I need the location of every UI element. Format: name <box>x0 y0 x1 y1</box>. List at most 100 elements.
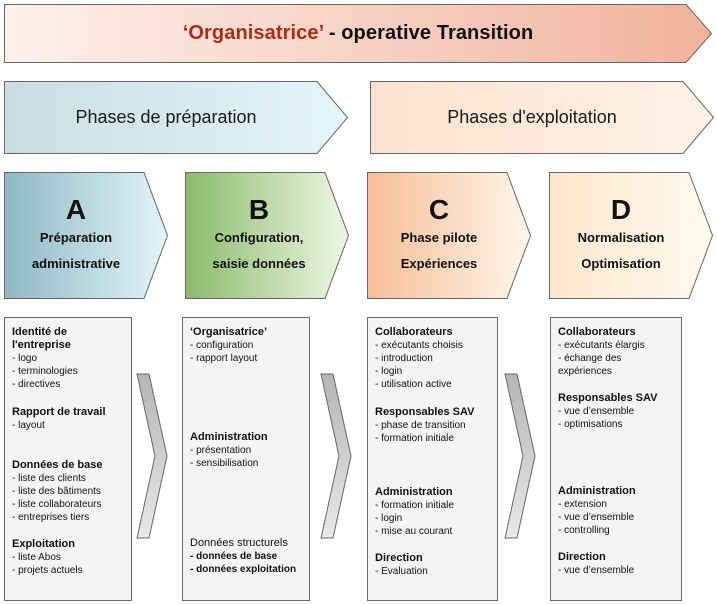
list-item: - liste collaborateurs <box>12 499 102 510</box>
list-item: - Evaluation <box>375 566 428 577</box>
chevron-right-icon <box>504 373 536 539</box>
step-a-line2: administrative <box>31 255 121 271</box>
card-a: Identité de l'entreprise - logo - termin… <box>4 317 132 601</box>
step-b-letter: B <box>248 193 270 225</box>
card-c-section-collaborators: Collaborateurs - exécutants choisis - in… <box>375 326 493 391</box>
list-item: - directives <box>12 379 61 390</box>
list-item: - entreprises tiers <box>12 512 90 523</box>
section-title: Collaborateurs <box>375 326 453 338</box>
banner-title: ‘Organisatrice’ - operative Transition <box>183 22 534 45</box>
banner-arrow-shape <box>4 4 713 63</box>
list-item: - controlling <box>558 525 610 536</box>
card-b-section-organisatrice: ‘Organisatrice’ - configuration - rappor… <box>190 326 305 365</box>
step-d-shape <box>549 172 714 299</box>
card-b-section-structure-data: Données structurels - données de base - … <box>190 537 305 576</box>
card-d-section-collaborators: Collaborateurs - exécutants élargis - éc… <box>558 326 677 378</box>
list-item: - phase de transition <box>375 420 466 431</box>
card-c-section-administration: Administration - formation initiale - lo… <box>375 486 493 538</box>
card-a-section-base-data: Données de base - liste des clients - li… <box>12 459 127 524</box>
section-title: Direction <box>375 552 423 564</box>
title-banner: ‘Organisatrice’ - operative Transition <box>4 4 713 63</box>
card-d-section-administration: Administration - extension - vue d’ensem… <box>558 485 677 537</box>
section-title: Direction <box>558 551 606 563</box>
step-b-line1: Configuration, <box>214 229 304 245</box>
card-c: Collaborateurs - exécutants choisis - in… <box>367 317 498 601</box>
list-item: - données de base <box>190 551 278 562</box>
list-item: - logo <box>12 353 38 364</box>
list-item: - exécutants élargis <box>558 340 645 351</box>
section-title: Collaborateurs <box>558 326 636 338</box>
list-item: - présentation <box>190 445 252 456</box>
step-a: A Préparation administrative <box>4 172 169 299</box>
phase-preparation: Phases de préparation <box>4 81 349 154</box>
section-title: Administration <box>558 485 636 497</box>
list-item: - login <box>375 366 403 377</box>
card-d-section-direction: Direction - vue d’ensemble <box>558 551 677 577</box>
step-c-line2: Expériences <box>400 255 478 271</box>
list-item: - login <box>375 513 403 524</box>
chevron-right-icon <box>136 373 168 539</box>
list-item: - formation initiale <box>375 433 454 444</box>
list-item: - liste Abos <box>12 552 61 563</box>
card-c-section-direction: Direction - Evaluation <box>375 552 493 578</box>
list-item: - terminologies <box>12 366 78 377</box>
list-item: - layout <box>12 420 45 431</box>
phase-exploitation: Phases d'exploitation <box>370 81 715 154</box>
list-item: - échange des <box>558 353 622 364</box>
section-title: Identité de <box>12 326 68 338</box>
list-item: - extension <box>558 499 607 510</box>
step-b: B Configuration, saisie données <box>185 172 350 299</box>
step-b-line2: saisie données <box>212 255 306 271</box>
step-d-line2: Optimisation <box>581 255 661 271</box>
section-title: Données structurels <box>190 537 288 549</box>
phase-exploitation-shape <box>370 81 715 154</box>
step-c-letter: C <box>428 193 450 225</box>
step-d: D Normalisation Optimisation <box>549 172 714 299</box>
section-title: Responsables SAV <box>558 392 658 404</box>
banner-title-highlight: ‘Organisatrice’ <box>182 22 324 44</box>
banner-title-rest: - operative Transition <box>323 22 534 44</box>
step-d-line1: Normalisation <box>577 229 665 245</box>
step-b-shape <box>185 172 350 299</box>
list-item: expériences <box>558 366 612 377</box>
list-item: - projets actuels <box>12 565 83 576</box>
card-d: Collaborateurs - exécutants élargis - éc… <box>550 317 682 601</box>
list-item: - liste des bâtiments <box>12 486 101 497</box>
section-title: l'entreprise <box>12 339 71 351</box>
card-d-section-sav: Responsables SAV - vue d’ensemble - opti… <box>558 392 677 431</box>
card-b-section-administration: Administration - présentation - sensibil… <box>190 431 305 470</box>
list-item: - vue d’ensemble <box>558 512 635 523</box>
chevron-right-icon <box>320 373 352 539</box>
card-a-section-exploitation: Exploitation - liste Abos - projets actu… <box>12 538 127 577</box>
list-item: - formation initiale <box>375 500 454 511</box>
step-c-shape <box>367 172 532 299</box>
list-item: - mise au courant <box>375 526 453 537</box>
section-title: Responsables SAV <box>375 406 475 418</box>
list-item: - rapport layout <box>190 353 258 364</box>
phase-preparation-label: Phases de préparation <box>75 107 257 127</box>
list-item: - vue d’ensemble <box>558 406 635 417</box>
list-item: - utilisation active <box>375 379 452 390</box>
section-title: Données de base <box>12 459 103 471</box>
step-d-letter: D <box>610 193 632 225</box>
card-a-section-identity: Identité de l'entreprise - logo - termin… <box>12 326 127 391</box>
section-title: ‘Organisatrice’ <box>190 326 268 338</box>
step-a-letter: A <box>65 193 87 225</box>
list-item: - liste des clients <box>12 473 86 484</box>
section-title: Administration <box>375 486 453 498</box>
card-c-section-sav: Responsables SAV - phase de transition -… <box>375 406 493 445</box>
list-item: - configuration <box>190 340 254 351</box>
step-a-line1: Préparation <box>39 229 113 245</box>
list-item: - vue d’ensemble <box>558 565 635 576</box>
phase-exploitation-label: Phases d'exploitation <box>447 107 617 127</box>
list-item: - données exploitation <box>190 564 297 575</box>
section-title: Rapport de travail <box>12 406 106 418</box>
list-item: - optimisations <box>558 419 623 430</box>
step-c: C Phase pilote Expériences <box>367 172 532 299</box>
section-title: Administration <box>190 431 268 443</box>
phase-preparation-shape <box>4 81 349 154</box>
list-item: - exécutants choisis <box>375 340 463 351</box>
card-a-section-report: Rapport de travail - layout <box>12 406 127 432</box>
step-a-shape <box>4 172 169 299</box>
step-c-line1: Phase pilote <box>400 229 478 245</box>
